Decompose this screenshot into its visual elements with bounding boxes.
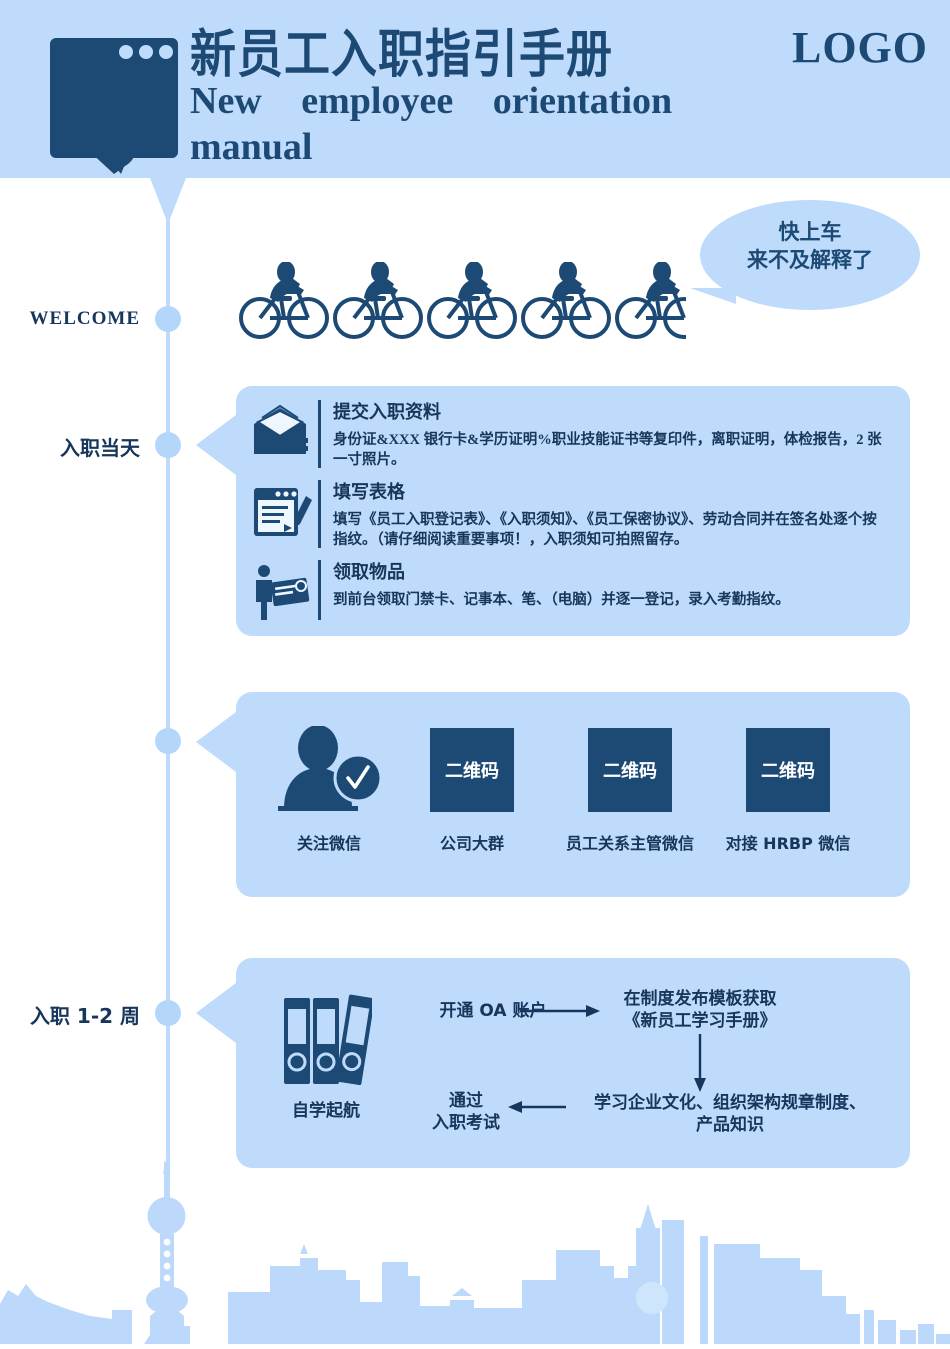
- first-day-item-3-body: 到前台领取门禁卡、记事本、笔、（电脑）并逐一登记，录入考勤指纹。: [333, 592, 790, 608]
- first-day-item-2-body: 填写《员工入职登记表》、《入职须知》、《员工保密协议》、劳动合同并在签名处逐个按…: [333, 512, 877, 548]
- week-step-4-line2: 入职考试: [432, 1113, 500, 1133]
- first-day-card-notch: [196, 415, 236, 475]
- first-day-item-2-title: 填写表格: [333, 482, 405, 503]
- week-step-4-line1: 通过: [449, 1091, 483, 1111]
- person-badge-icon: [250, 562, 312, 622]
- logo: LOGO: [791, 23, 928, 72]
- item-divider-3: [318, 560, 321, 620]
- week-step-2-line1: 在制度发布模板获取: [623, 989, 777, 1009]
- title-en-word-2: employee: [301, 80, 454, 122]
- qr-code-2[interactable]: 二维码: [588, 728, 672, 812]
- header-banner: 新员工入职指引手册 New employee orientation manua…: [0, 0, 950, 178]
- title-en-word-1: New: [190, 80, 262, 122]
- wechat-person-caption: 关注微信: [296, 834, 361, 853]
- item-divider-1: [318, 400, 321, 468]
- week-step-1: 开通 OA 账户: [439, 1001, 547, 1021]
- week-step-2: 在制度发布模板获取 《新员工学习手册》: [570, 988, 830, 1032]
- first-day-item-1: 提交入职资料 身份证&XXX 银行卡&学历证明%职业技能证书等复印件，离职证明，…: [250, 398, 890, 470]
- page-title-en-line2: manual: [190, 126, 313, 168]
- first-day-item-1-body: 身份证&XXX 银行卡&学历证明%职业技能证书等复印件，离职证明，体检报告，2 …: [333, 432, 882, 468]
- envelope-documents-icon: [250, 402, 312, 462]
- first-day-item-1-title: 提交入职资料: [333, 402, 441, 423]
- speech-bubble-tail: [690, 288, 736, 320]
- city-skyline-graphic: [0, 1144, 950, 1344]
- header-titles: 新员工入职指引手册 New employee orientation manua…: [190, 24, 810, 170]
- item-divider-2: [318, 480, 321, 548]
- page-title-en: New employee orientation: [190, 78, 810, 124]
- speech-bubble-text: 快上车 来不及解释了: [700, 218, 920, 274]
- week-step-3-line2: 产品知识: [696, 1115, 764, 1135]
- speech-bubble-line1: 快上车: [778, 220, 842, 244]
- qr-code-1-caption: 公司大群: [439, 834, 504, 853]
- click-window-icon: [48, 32, 180, 174]
- timeline-label-week: 入职 1-2 周: [29, 1004, 140, 1028]
- person-check-icon: [274, 725, 384, 812]
- timeline-label-welcome: WELCOME: [29, 308, 140, 329]
- week-step-3: 学习企业文化、组织架构规章制度、 产品知识: [565, 1092, 895, 1136]
- binders-icon: [280, 988, 375, 1088]
- first-day-item-3-title: 领取物品: [333, 562, 405, 583]
- title-en-word-3: orientation: [492, 80, 673, 122]
- timeline-dot-welcome: [155, 306, 181, 332]
- week-step-2-line2: 《新员工学习手册》: [623, 1011, 777, 1031]
- qr-code-1[interactable]: 二维码: [430, 728, 514, 812]
- first-day-item-3: 领取物品 到前台领取门禁卡、记事本、笔、（电脑）并逐一登记，录入考勤指纹。: [250, 558, 890, 622]
- week-step-4: 通过 入职考试: [406, 1090, 526, 1134]
- speech-bubble: [700, 200, 920, 310]
- timeline-line: [166, 178, 170, 1263]
- form-pencil-icon: [250, 482, 312, 542]
- binder-caption: 自学起航: [292, 1101, 360, 1121]
- timeline-label-first-day: 入职当天: [60, 436, 140, 460]
- arrow-left-icon: [508, 1098, 566, 1121]
- first-day-card: [236, 386, 910, 636]
- qr-code-3-caption: 对接 HRBP 微信: [725, 834, 851, 853]
- wechat-card-notch: [196, 712, 236, 772]
- qr-code-3-label: 二维码: [761, 761, 815, 782]
- timeline-dot-wechat: [155, 728, 181, 754]
- arrow-down-icon: [691, 1034, 709, 1097]
- week-card-notch: [196, 983, 236, 1043]
- qr-code-2-caption: 员工关系主管微信: [565, 834, 694, 853]
- timeline-dot-first-day: [155, 432, 181, 458]
- first-day-item-2: 填写表格 填写《员工入职登记表》、《入职须知》、《员工保密协议》、劳动合同并在签…: [250, 478, 890, 550]
- cyclists-group: [236, 261, 705, 345]
- timeline-dot-week: [155, 1000, 181, 1026]
- qr-code-1-label: 二维码: [445, 761, 499, 782]
- speech-bubble-line2: 来不及解释了: [747, 248, 873, 272]
- page-title-cn: 新员工入职指引手册: [190, 24, 613, 85]
- arrow-right-1-icon: [520, 1002, 600, 1025]
- week-step-3-line1: 学习企业文化、组织架构规章制度、: [594, 1093, 866, 1113]
- qr-code-3[interactable]: 二维码: [746, 728, 830, 812]
- qr-code-2-label: 二维码: [603, 761, 657, 782]
